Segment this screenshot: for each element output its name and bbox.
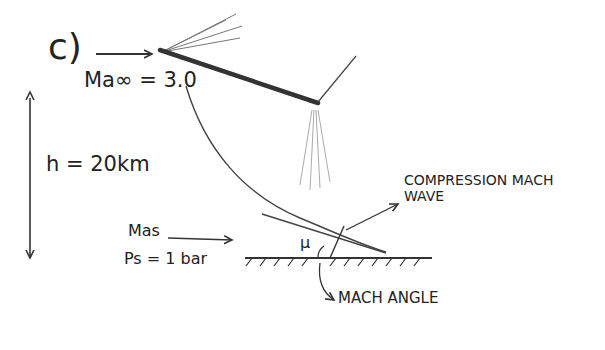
mach-label: Ma∞ = 3.0: [84, 68, 197, 92]
ground-line: [245, 257, 432, 259]
flow-arrow: [168, 238, 232, 240]
angle-symbol: μ: [300, 234, 310, 252]
dimension-label: h = 20km: [46, 152, 150, 176]
mach-wave: [330, 226, 344, 258]
leader-line: [346, 204, 398, 230]
expansion-fan: [162, 14, 242, 52]
note-label: COMPRESSION MACH WAVE: [404, 172, 579, 204]
flow-arrow: [96, 53, 152, 55]
shock-line: [318, 56, 356, 102]
note-label: MACH ANGLE: [338, 290, 448, 307]
ground-hatch: [246, 258, 420, 266]
leader-line: [320, 263, 334, 300]
wave-fan: [300, 110, 330, 190]
angle-arc: [318, 246, 324, 258]
pressure-label: Ps = 1 bar: [124, 250, 207, 268]
mach-label: Mas: [128, 222, 160, 240]
streamline: [186, 86, 386, 252]
height-arrow: [29, 98, 31, 258]
part-letter: c): [48, 26, 82, 67]
